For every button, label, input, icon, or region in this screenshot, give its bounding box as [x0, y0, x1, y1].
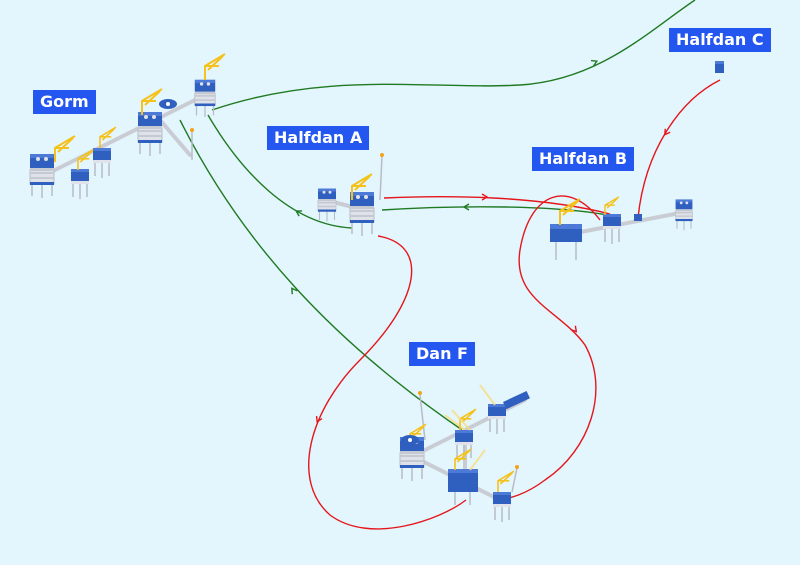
pipelines: [179, 0, 721, 530]
gorm-platform-complex: [29, 53, 226, 200]
field-label-halfdan-a: Halfdan A: [267, 126, 370, 150]
field-label-halfdan-b: Halfdan B: [532, 147, 635, 171]
gas-pipeline-gorm-dan-f: [179, 119, 466, 433]
oil-pipeline-halfdan-c-halfdan-b: [637, 79, 721, 219]
gas-pipeline-gorm-halfdan-a: [207, 114, 353, 229]
dan-f-platform-complex: [399, 384, 530, 523]
oil-pipeline-halfdan-b-dan-f: [499, 195, 601, 501]
field-label-halfdan-c: Halfdan C: [669, 28, 771, 52]
field-label-gorm: Gorm: [33, 90, 96, 114]
oil-pipeline-halfdan-a-halfdan-b: [383, 196, 611, 215]
gas-pipeline-halfdan-b-halfdan-a: [381, 206, 613, 217]
oil-pipeline-halfdan-a-dan-f: [308, 235, 467, 530]
halfdan-b-platform: [550, 196, 693, 260]
halfdan-a-platform: [317, 153, 384, 237]
gas-pipeline-gorm-export: [211, 0, 696, 111]
halfdan-c-platform: [715, 61, 724, 73]
field-label-dan-f: Dan F: [409, 342, 475, 366]
